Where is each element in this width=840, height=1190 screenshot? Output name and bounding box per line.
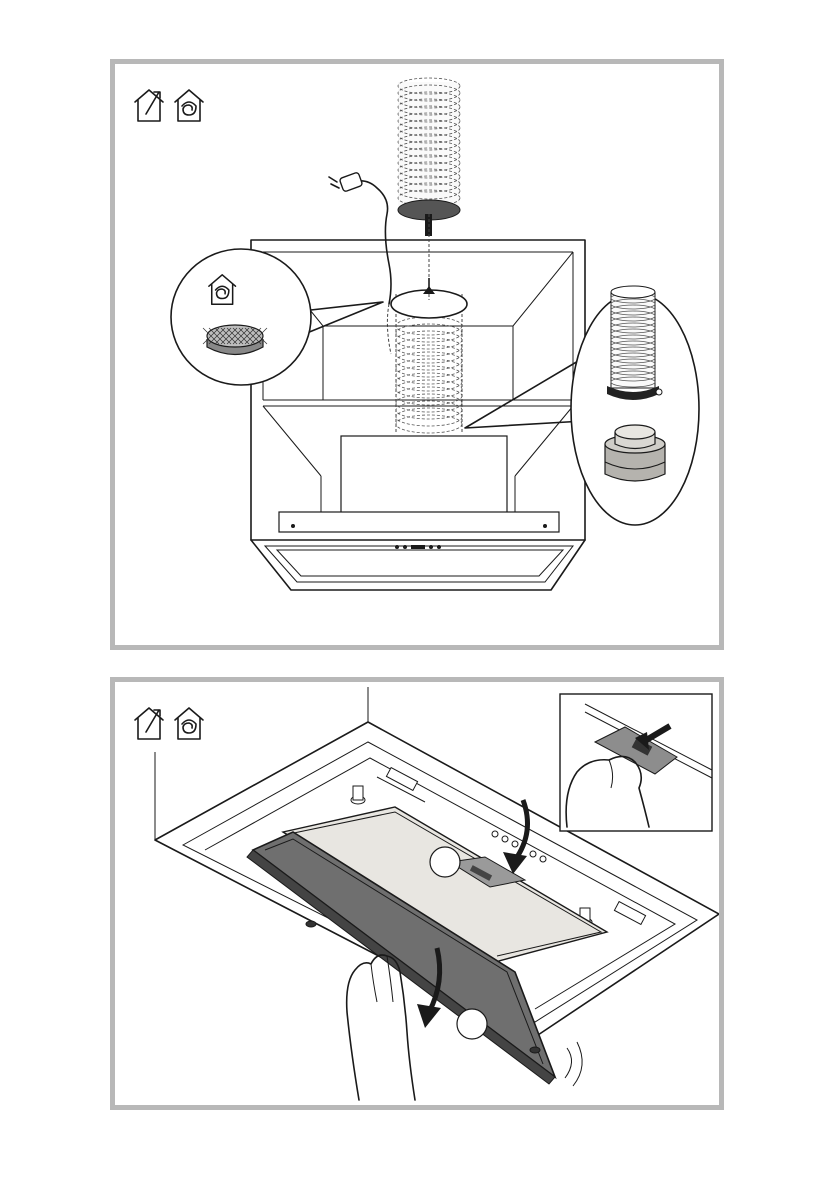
duct-ring: [396, 359, 462, 377]
power-plug-cord: [329, 172, 391, 354]
duct-ring: [396, 338, 462, 356]
flexible-duct-upper: [398, 78, 460, 236]
internal-duct: [391, 214, 467, 434]
duct-ring: [396, 408, 462, 426]
duct-ring: [396, 394, 462, 412]
duct-ring: [396, 401, 462, 419]
duct-ring: [396, 324, 462, 342]
duct-ring: [396, 331, 462, 349]
duct-ring: [396, 352, 462, 370]
hand-illustration: [347, 955, 415, 1100]
figure-bottom-filter-panel: [110, 677, 724, 1110]
detail-carbon-filter: [171, 249, 383, 385]
figure-bottom-drawing: [115, 682, 719, 1105]
recirculation-icon: [175, 90, 203, 121]
flexible-duct-with-clamp: [607, 286, 662, 400]
step-1-marker: [430, 847, 460, 877]
duct-ring: [396, 345, 462, 363]
duct-ring: [396, 415, 462, 433]
duct-ring: [396, 366, 462, 384]
duct-ring: [396, 380, 462, 398]
screw-icon: [351, 786, 365, 804]
ducted-exhaust-icon: [135, 90, 163, 121]
push-latch-detail: [560, 694, 712, 831]
duct-ring: [396, 387, 462, 405]
figure-top-installation: [110, 59, 724, 650]
step-2-marker: [457, 1009, 487, 1039]
recirculation-icon: [175, 708, 203, 739]
duct-ring: [396, 373, 462, 391]
round-filter-icon: [203, 325, 267, 355]
figure-top-drawing: [115, 64, 719, 645]
ducted-exhaust-icon: [135, 708, 163, 739]
motion-lines: [565, 1042, 582, 1086]
